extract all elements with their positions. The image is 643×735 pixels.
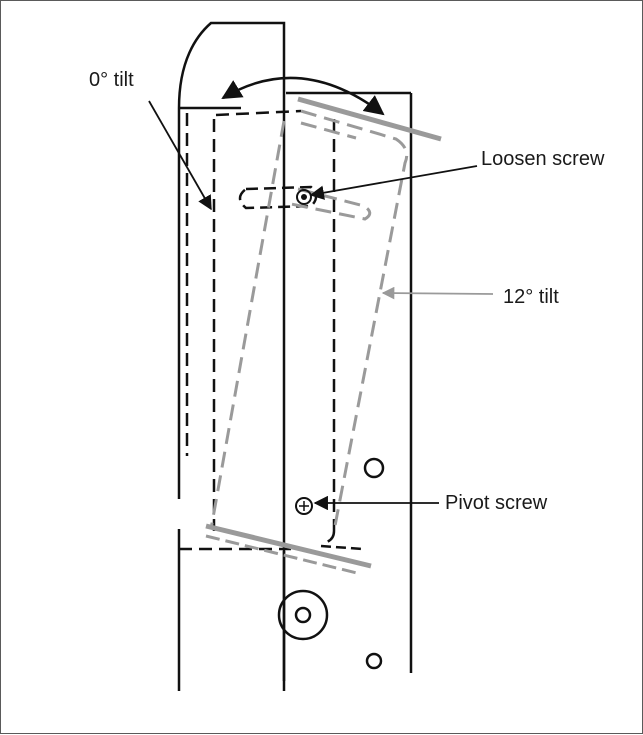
bracket-top-curve	[177, 21, 286, 109]
zero-tilt-outline	[179, 109, 336, 551]
loosen-screw-label: Loosen screw	[481, 148, 605, 170]
twelve-tilt-outline	[209, 109, 409, 532]
zero-tilt-leader	[148, 100, 212, 211]
bottom-bars	[205, 523, 372, 576]
loosen-screw-slot	[238, 185, 318, 210]
tilt-range-arrow	[221, 76, 385, 116]
mounting-hole-upper-icon	[363, 457, 385, 479]
bracket-outline	[177, 106, 286, 691]
large-mounting-hole-icon	[277, 589, 329, 641]
pivot-screw-label: Pivot screw	[445, 492, 548, 514]
pivot-screw-icon	[295, 497, 313, 515]
twelve-tilt-label: 12° tilt	[503, 286, 559, 308]
zero-tilt-label: 0° tilt	[89, 69, 134, 91]
loosen-screw-leader	[309, 165, 478, 200]
mounting-hole-lower-icon	[365, 652, 383, 670]
twelve-tilt-leader	[381, 286, 494, 300]
loosen-screw-icon	[296, 189, 312, 205]
